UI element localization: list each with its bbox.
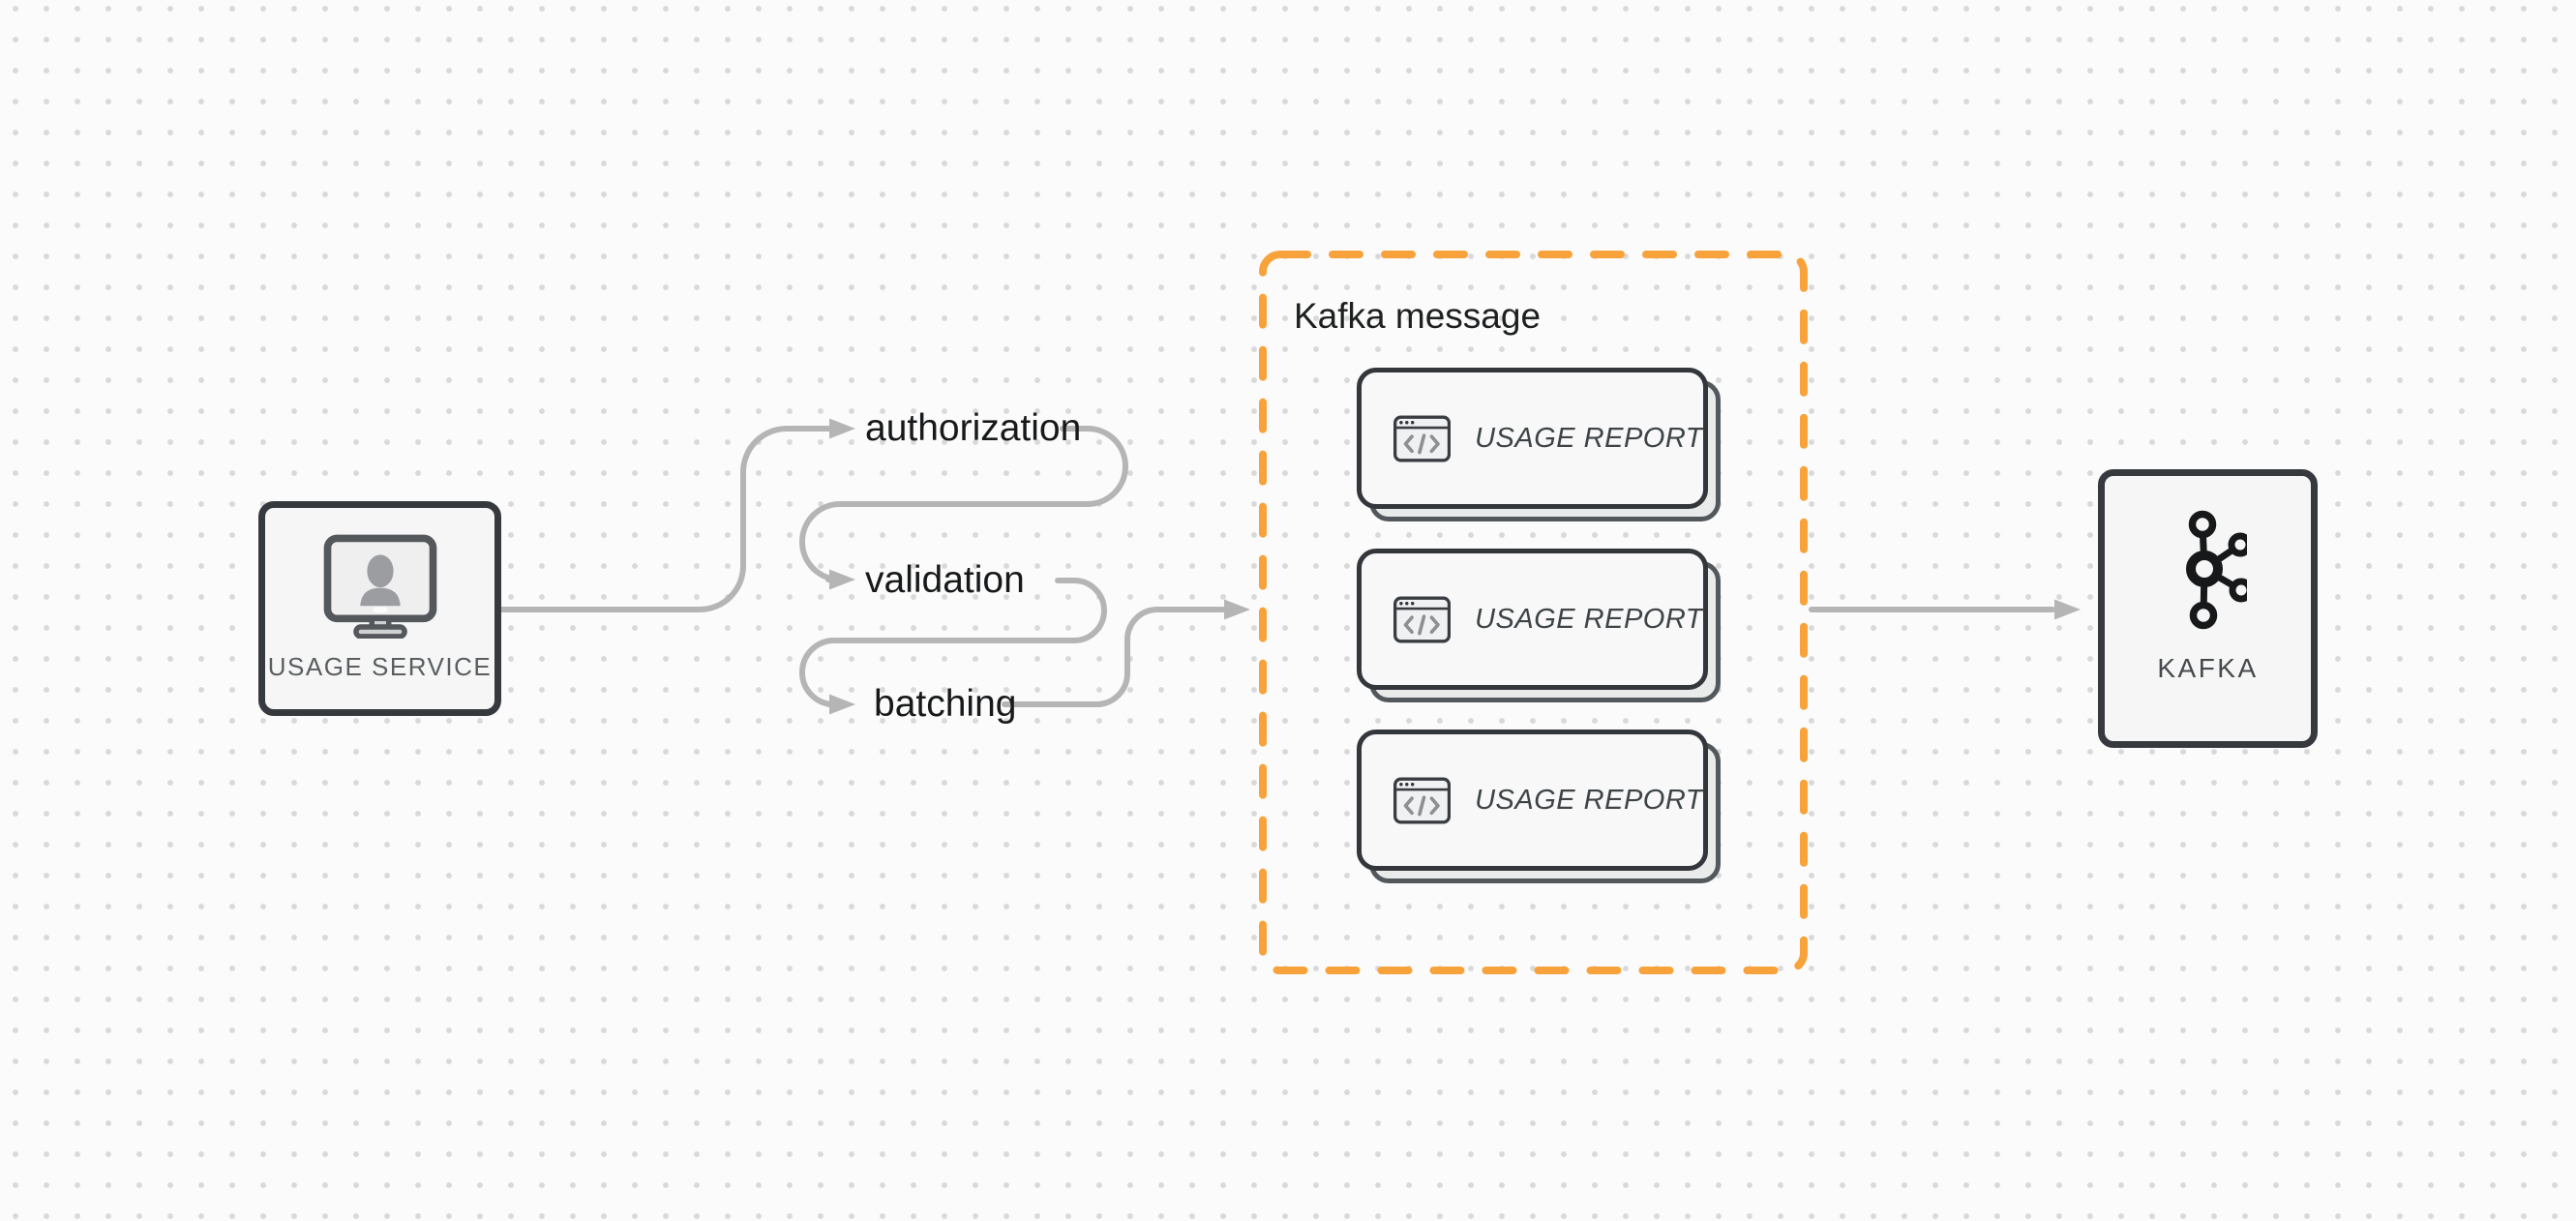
step-label-validation: validation	[865, 559, 1025, 601]
usage-report-card: USAGE REPORT	[1357, 730, 1721, 883]
arrowhead-icon	[2054, 599, 2081, 620]
kafka-logo-icon	[2185, 510, 2247, 630]
usage-report-label: USAGE REPORT	[1475, 603, 1703, 635]
kafka-node: KAFKA	[2098, 469, 2318, 748]
usage-service-label: USAGE SERVICE	[267, 652, 493, 681]
code-window-icon	[1393, 415, 1452, 462]
code-window-icon	[1393, 596, 1452, 642]
connector-batching-to-kafka-message	[1002, 599, 1250, 707]
connector-kafka-message-to-kafka	[1809, 599, 2081, 620]
kafka-message-group-title: Kafka message	[1294, 296, 1542, 336]
kafka-message-group-border	[1259, 251, 1808, 974]
step-label-authorization: authorization	[865, 407, 1082, 449]
connector-validation-to-batching	[799, 578, 1107, 715]
code-window-icon	[1393, 777, 1452, 823]
arrowhead-icon	[829, 694, 855, 715]
kafka-label: KAFKA	[2157, 653, 2259, 683]
arrowhead-icon	[829, 418, 855, 439]
connector-authorization-to-validation	[799, 426, 1128, 590]
usage-report-label: USAGE REPORT	[1475, 784, 1703, 816]
usage-report-label: USAGE REPORT	[1475, 422, 1703, 454]
monitor-user-icon	[323, 534, 436, 639]
arrowhead-icon	[829, 569, 855, 590]
usage-report-card: USAGE REPORT	[1357, 549, 1721, 702]
usage-service-node: USAGE SERVICE	[258, 501, 501, 716]
arrowhead-icon	[1224, 599, 1250, 620]
step-label-batching: batching	[874, 683, 1017, 725]
connector-usage-service-to-authorization	[498, 418, 855, 612]
usage-report-card: USAGE REPORT	[1357, 368, 1721, 521]
